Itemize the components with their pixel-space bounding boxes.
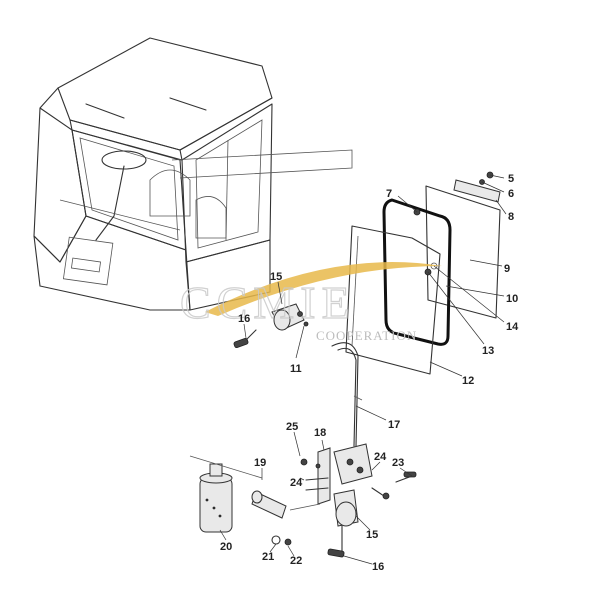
watermark: CCMIE COOPERATION (179, 262, 442, 343)
callout-24-right: 24 (374, 451, 387, 463)
callout-8: 8 (508, 211, 514, 223)
leader-lines (219, 174, 507, 565)
callout-21: 21 (262, 551, 274, 563)
callout-7: 7 (386, 188, 392, 200)
callout-13: 13 (482, 345, 494, 357)
callout-25: 25 (286, 421, 298, 433)
callout-15-lower: 15 (366, 529, 378, 541)
callout-20: 20 (220, 541, 232, 553)
callout-24-left: 24 (290, 477, 303, 489)
callout-14: 14 (506, 321, 519, 333)
callouts: 5 6 7 8 9 10 11 12 13 14 15 15 16 16 17 … (220, 173, 519, 573)
callout-15-upper: 15 (270, 271, 282, 283)
callout-18: 18 (314, 427, 326, 439)
callout-10: 10 (506, 293, 518, 305)
callout-23: 23 (392, 457, 404, 469)
watermark-swoosh (205, 262, 442, 316)
callout-16-upper: 16 (238, 313, 250, 325)
mirror-arm (233, 303, 363, 447)
callout-22: 22 (290, 555, 302, 567)
callout-19: 19 (254, 457, 266, 469)
callout-16-lower: 16 (372, 561, 384, 573)
watermark-sub: COOPERATION (316, 328, 417, 343)
callout-17: 17 (388, 419, 400, 431)
callout-5: 5 (508, 173, 514, 185)
callout-9: 9 (504, 263, 510, 275)
cab-assembly (33, 37, 353, 311)
watermark-brand: CCMIE (180, 277, 356, 328)
mirror-assembly (345, 171, 501, 375)
lower-mount (189, 443, 417, 558)
callout-11: 11 (290, 363, 302, 375)
callout-6: 6 (508, 188, 514, 200)
callout-12: 12 (462, 375, 474, 387)
